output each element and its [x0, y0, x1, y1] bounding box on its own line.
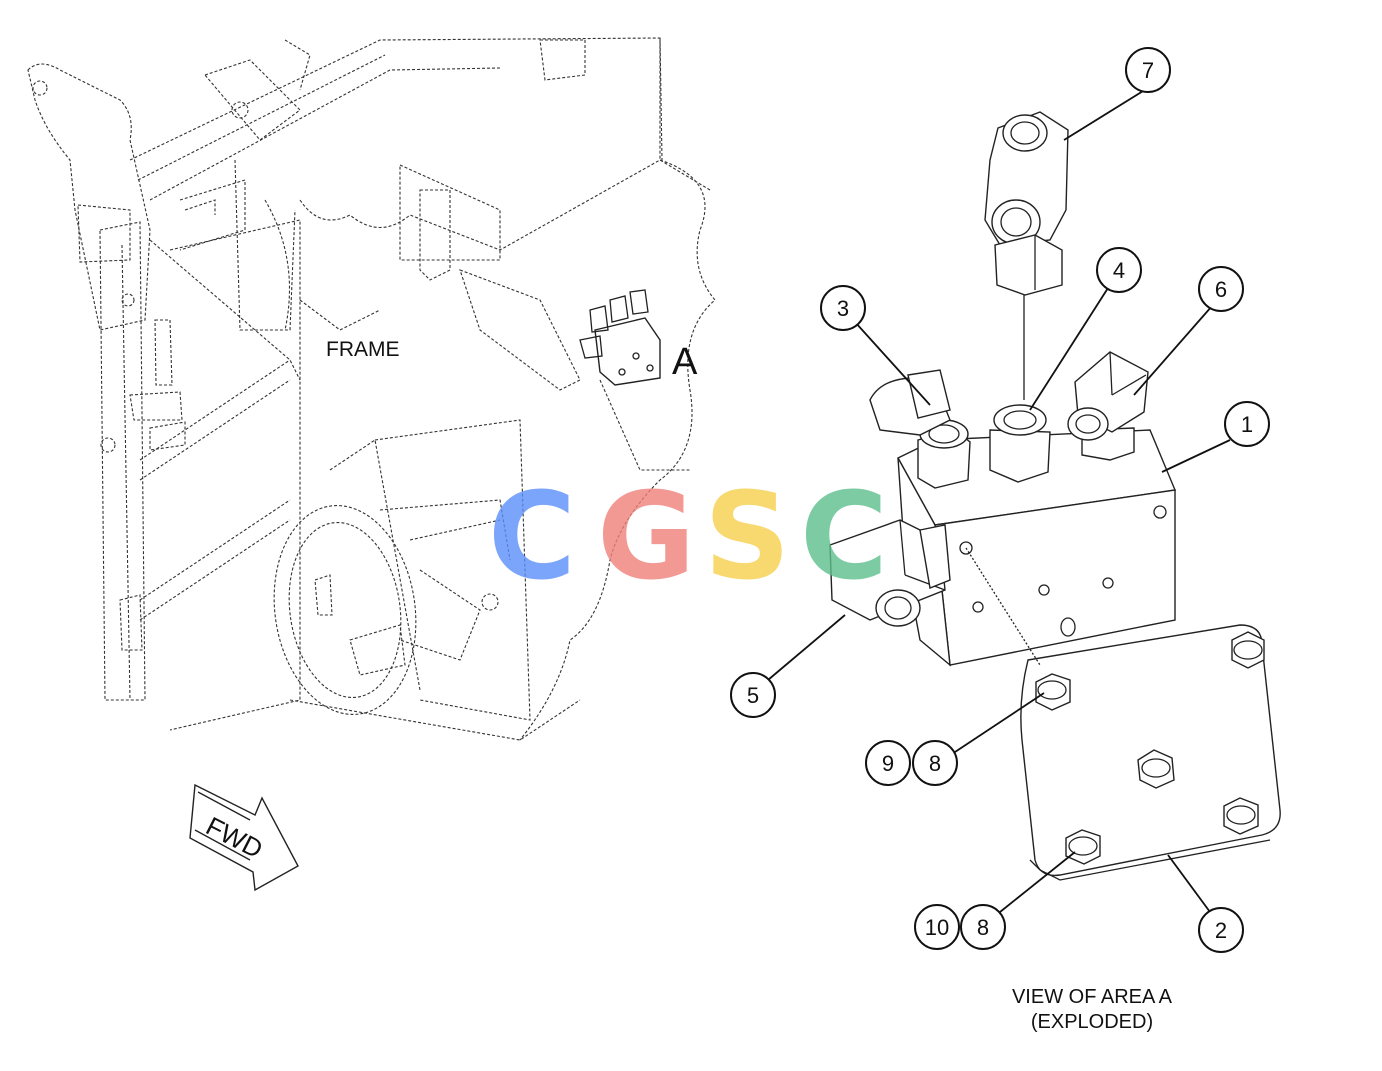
- svg-text:10: 10: [925, 915, 949, 940]
- bracket-bolt-4: [1065, 829, 1101, 865]
- fwd-arrow: FWD: [189, 783, 299, 892]
- frame-label: FRAME: [326, 338, 400, 361]
- svg-text:4: 4: [1113, 258, 1125, 283]
- callout-1: 1: [1224, 401, 1270, 447]
- view-caption-line1: VIEW OF AREA A: [1012, 986, 1173, 1008]
- svg-text:8: 8: [929, 751, 941, 776]
- watermark-letter-c2: C: [800, 468, 888, 607]
- svg-text:8: 8: [977, 915, 989, 940]
- svg-text:6: 6: [1215, 277, 1227, 302]
- svg-text:1: 1: [1241, 412, 1253, 437]
- frame-drawing: [27, 37, 716, 741]
- watermark-logo: C G S C: [488, 468, 888, 607]
- svg-text:9: 9: [882, 751, 894, 776]
- callout-10: 10: [914, 904, 960, 950]
- callout-7: 7: [1125, 47, 1171, 93]
- exploded-valve-drawing: [829, 111, 1281, 881]
- area-a-label: A: [672, 341, 698, 383]
- callout-5: 5: [730, 672, 776, 718]
- callout-4: 4: [1096, 247, 1142, 293]
- svg-text:7: 7: [1142, 58, 1154, 83]
- callout-6: 6: [1198, 266, 1244, 312]
- watermark-letter-c1: C: [488, 468, 576, 607]
- view-caption-line2: (EXPLODED): [1031, 1011, 1153, 1033]
- watermark-letter-g: G: [597, 468, 696, 607]
- mount-bolt-9: [1035, 673, 1071, 711]
- svg-text:3: 3: [837, 296, 849, 321]
- callout-9: 9: [865, 740, 911, 786]
- watermark-letter-s: S: [704, 468, 790, 607]
- callout-2: 2: [1198, 907, 1244, 953]
- bracket-bolt-1: [1231, 631, 1265, 669]
- svg-text:5: 5: [747, 683, 759, 708]
- bracket-bolt-3: [1223, 797, 1259, 835]
- bracket-bolt-2: [1137, 749, 1175, 789]
- callout-3: 3: [820, 285, 866, 331]
- leader-lines: [767, 87, 1231, 913]
- callout-8-upper: 8: [912, 740, 958, 786]
- svg-text:2: 2: [1215, 918, 1227, 943]
- callout-8-lower: 8: [960, 904, 1006, 950]
